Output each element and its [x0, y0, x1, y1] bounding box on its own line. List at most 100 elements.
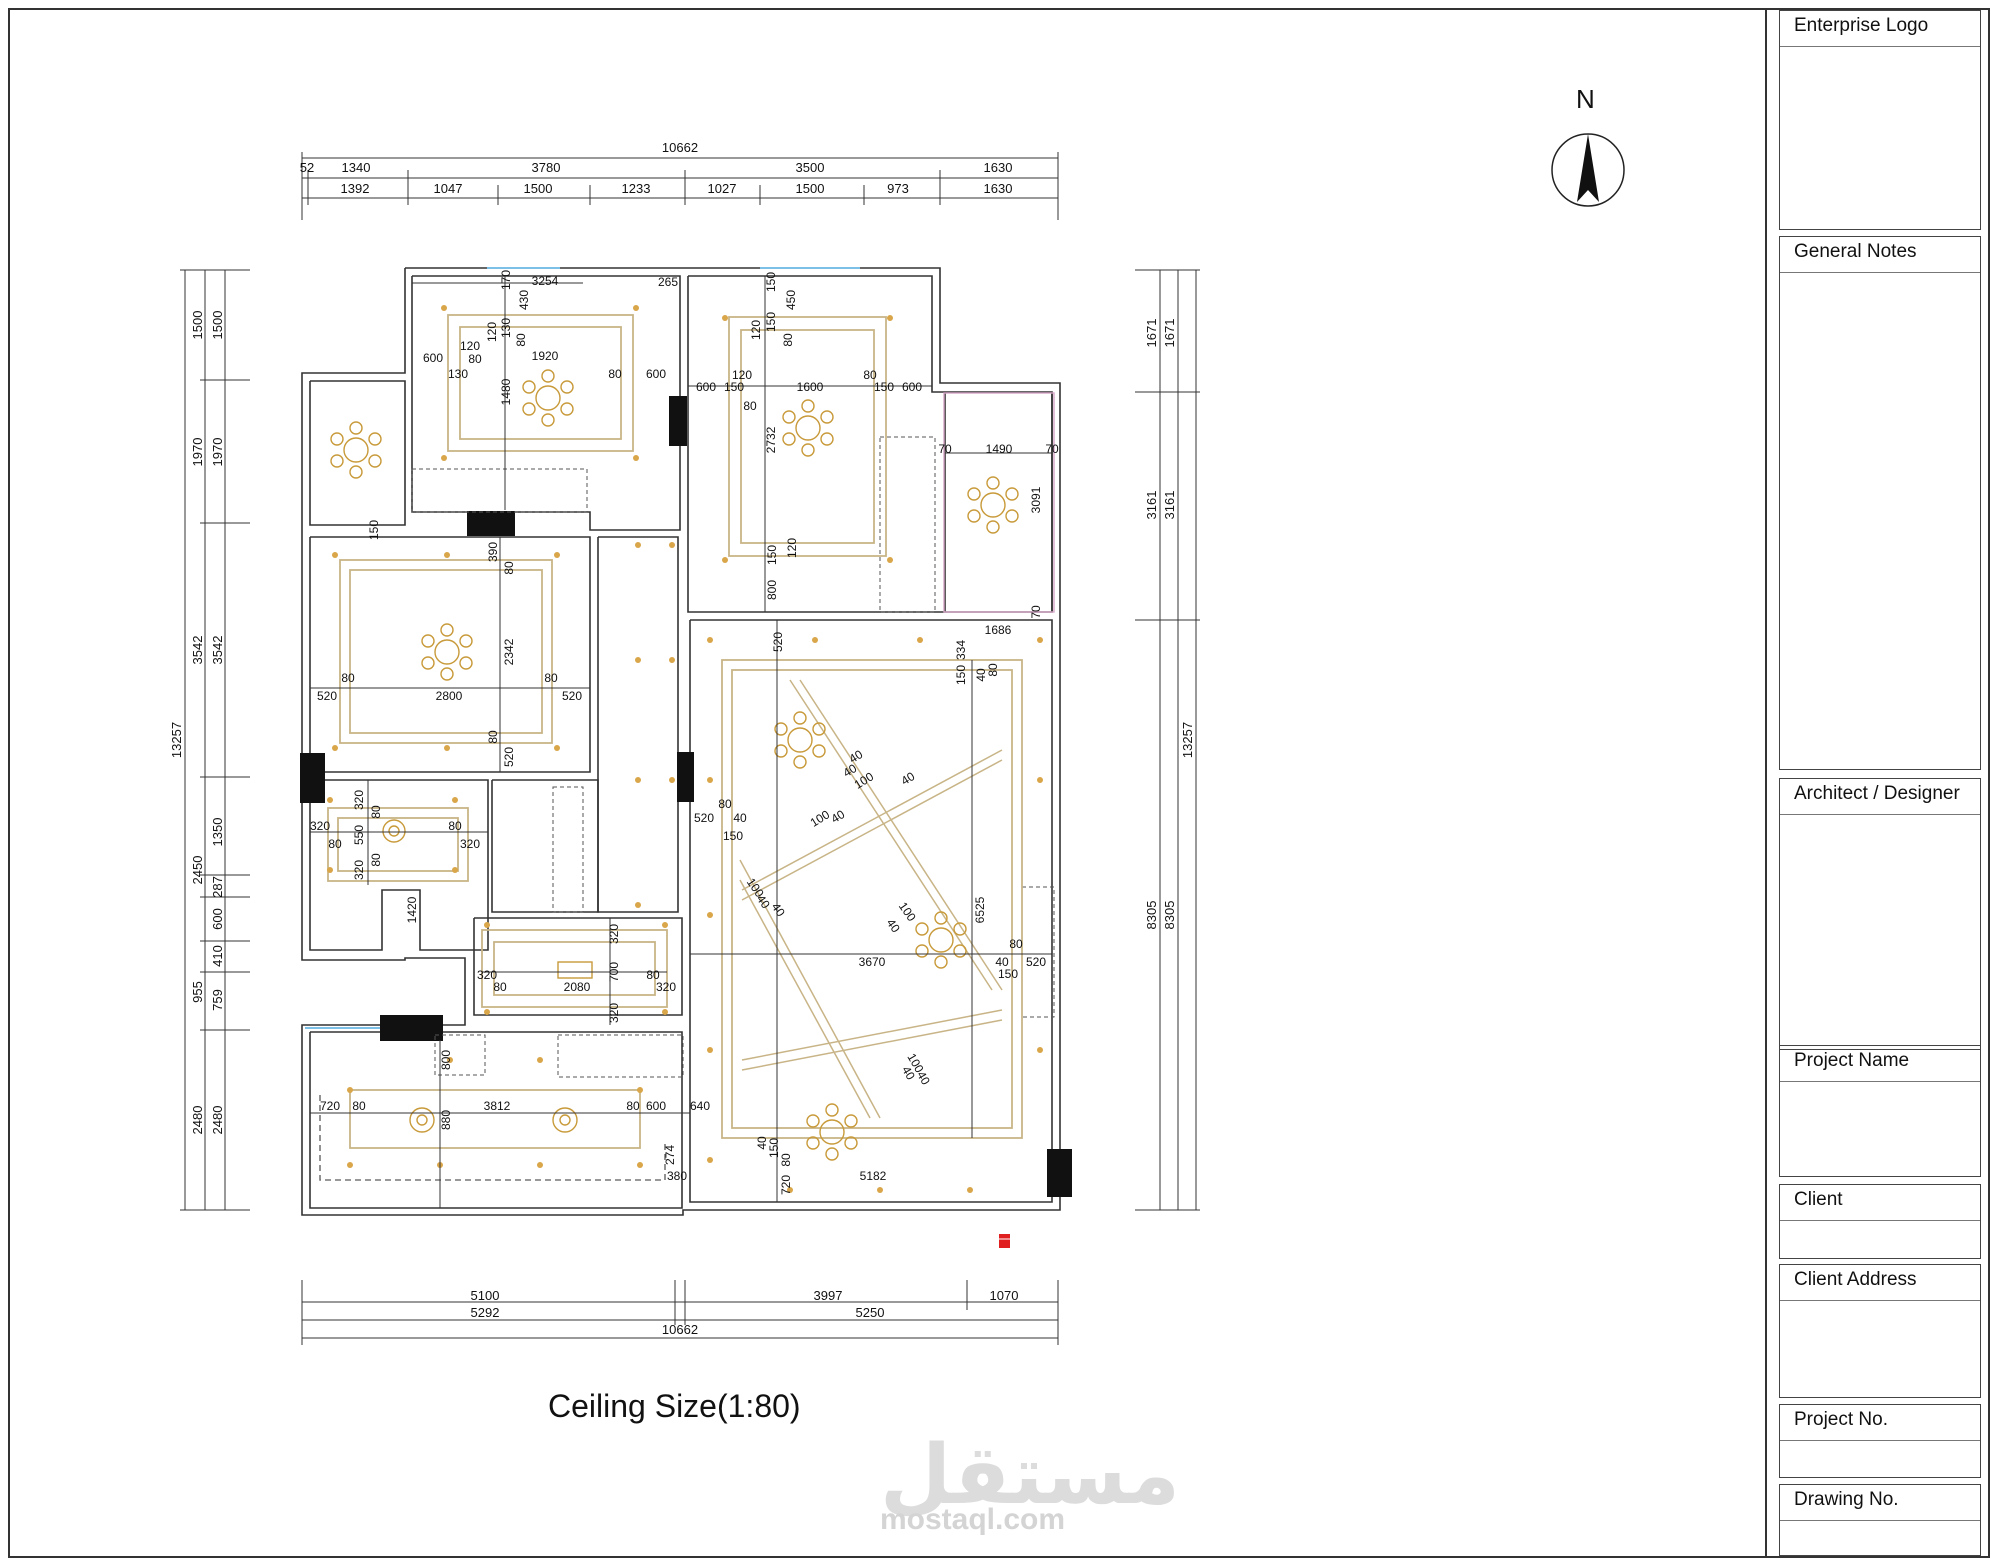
r1-label-0: 3254	[532, 274, 559, 288]
r8-label-12: 150	[723, 829, 743, 843]
r2-label-11: 600	[902, 380, 922, 394]
r3-label-3: 3091	[1029, 486, 1043, 513]
project-name-label: Project Name	[1780, 1046, 1980, 1082]
r5-label-5: 80	[448, 819, 462, 833]
r8-label-4: 80	[986, 663, 1000, 677]
r8-label-31: 80	[779, 1153, 793, 1167]
drawing-no-label: Drawing No.	[1780, 1485, 1980, 1521]
architect-box: Architect / Designer	[1779, 778, 1981, 1050]
r8-label-22: 80	[1009, 937, 1023, 951]
r2-label-16: 800	[765, 580, 779, 600]
r8-label-23: 520	[1026, 955, 1046, 969]
columns	[300, 396, 1072, 1197]
r4-label-7: 80	[544, 671, 558, 685]
right-dimension-texts: 1671 3161 8305 1671 3161 8305 13257	[1144, 319, 1195, 930]
r4-label-8: 80	[486, 730, 500, 744]
dim-bottom-r1-0: 5100	[471, 1288, 500, 1303]
client-box: Client	[1779, 1184, 1981, 1259]
r5-label-9: 1420	[405, 896, 419, 923]
r8-label-8: 40	[899, 769, 918, 788]
r8-label-25: 150	[998, 967, 1018, 981]
r8-label-10: 80	[718, 797, 732, 811]
left-dimension-texts: 13257 1500 1970 3542 2450 955 2480 1500 …	[169, 311, 225, 1135]
r2-label-10: 150	[874, 380, 894, 394]
r8-label-28: 40	[914, 1069, 933, 1088]
r2-label-7: 150	[724, 380, 744, 394]
r8-label-19: 40	[884, 916, 903, 935]
r7-label-2: 80	[352, 1099, 366, 1113]
dim-left-outer-2: 3542	[190, 636, 205, 665]
project-no-label: Project No.	[1780, 1405, 1980, 1441]
r2-label-5: 1600	[797, 380, 824, 394]
r7-label-7: 640	[690, 1099, 710, 1113]
r2-label-1: 450	[784, 290, 798, 310]
dim-left-inner-6: 410	[210, 945, 225, 967]
r5-label-4: 80	[328, 837, 342, 851]
dim-right-outer-2: 8305	[1144, 901, 1159, 930]
chandeliers	[330, 369, 1019, 1161]
r1-label-6: 80	[514, 333, 528, 347]
r2-label-14: 150	[765, 545, 779, 565]
r8-label-27: 40	[899, 1064, 918, 1083]
drawing-caption: Ceiling Size(1:80)	[548, 1388, 801, 1424]
dim-top-r1-3: 3500	[796, 160, 825, 175]
r2-label-4: 80	[781, 333, 795, 347]
dim-bottom-r1-2: 1070	[990, 1288, 1019, 1303]
r8-label-3: 40	[974, 668, 988, 682]
dim-left-inner-2: 3542	[210, 636, 225, 665]
dim-top-r2-7: 1630	[984, 181, 1013, 196]
north-label: N	[1576, 84, 1595, 114]
dim-left-total: 13257	[169, 722, 184, 758]
r8-label-0: 520	[771, 632, 785, 652]
r7-label-9: 380	[667, 1169, 687, 1183]
dim-right-inner-1: 3161	[1162, 491, 1177, 520]
r2-label-12: 2732	[764, 426, 778, 453]
client-address-box: Client Address	[1779, 1264, 1981, 1398]
r8-label-2: 150	[954, 665, 968, 685]
dim-top-r2-2: 1500	[524, 181, 553, 196]
r4-label-0: 390	[486, 542, 500, 562]
north-arrow-icon	[1551, 133, 1625, 207]
right-dimensions	[1135, 269, 1200, 1211]
dim-left-inner-7: 759	[210, 989, 225, 1011]
r2-label-3: 120	[749, 320, 763, 340]
r2-label-13: 80	[863, 368, 877, 382]
r2-label-9: 80	[743, 399, 757, 413]
r5-label-7: 80	[369, 853, 383, 867]
dim-top-r2-6: 973	[887, 181, 909, 196]
r8-label-30: 150	[767, 1138, 781, 1158]
r6-label-7: 320	[607, 1003, 621, 1023]
top-dimensions	[301, 152, 1059, 220]
r3-label-1: 1490	[986, 442, 1013, 456]
dim-top-r2-4: 1027	[708, 181, 737, 196]
r6-label-4: 700	[607, 962, 621, 982]
title-block: Enterprise Logo General Notes Architect …	[1765, 8, 1990, 1558]
r2-label-8: 120	[732, 368, 752, 382]
r7-label-6: 880	[439, 1110, 453, 1130]
dim-left-inner-0: 1500	[210, 311, 225, 340]
r1-label-7: 1920	[532, 349, 559, 363]
r6-label-1: 320	[477, 968, 497, 982]
r4-label-2: 2342	[502, 638, 516, 665]
r1-label-10: 80	[468, 352, 482, 366]
bottom-dimension-texts: 5100 3997 1070 5292 5250 10662	[471, 1288, 1019, 1337]
dim-bottom-r2-1: 5250	[856, 1305, 885, 1320]
r4-label-5: 2800	[436, 689, 463, 703]
ceiling-trays	[327, 314, 1023, 1149]
r8-label-11: 40	[733, 811, 747, 825]
r3-label-0: 70	[938, 442, 952, 456]
dim-left-outer-1: 1970	[190, 438, 205, 467]
dim-top-r2-0: 1392	[341, 181, 370, 196]
r3-label-4: 70	[1029, 605, 1043, 619]
dim-left-inner-1: 1970	[210, 438, 225, 467]
r1-label-2: 170	[499, 270, 513, 290]
r6-label-6: 320	[656, 980, 676, 994]
r1-label-8: 600	[423, 351, 443, 365]
r6-label-3: 2080	[564, 980, 591, 994]
r4-label-4: 520	[317, 689, 337, 703]
r4-label-10: 150	[367, 520, 381, 540]
r5-label-6: 320	[460, 837, 480, 851]
architect-label: Architect / Designer	[1780, 779, 1980, 815]
r4-label-9: 520	[502, 747, 516, 767]
r7-label-8: 274	[663, 1145, 677, 1165]
